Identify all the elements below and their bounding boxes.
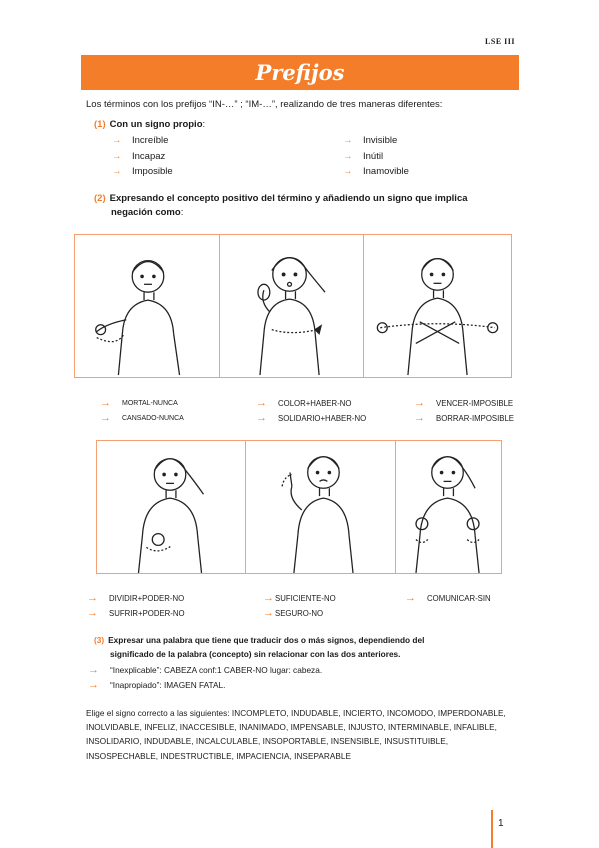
sign-images-row-2 <box>96 440 502 574</box>
page-number: 1 <box>498 818 504 829</box>
sign-label: →CANSADO-NUNCA <box>100 412 184 424</box>
arrow-right-icon: → <box>88 663 99 676</box>
sign-illustration <box>396 440 502 574</box>
arrow-right-icon: → <box>405 592 416 604</box>
sign-illustration <box>74 234 220 378</box>
list-item: →Invisible <box>343 135 398 147</box>
arrow-right-icon: → <box>87 607 98 619</box>
arrow-right-icon: → <box>87 592 98 604</box>
arrow-right-icon: → <box>414 397 425 409</box>
sign-images-row-1 <box>74 234 512 378</box>
sign-label: →MORTAL-NUNCA <box>100 397 178 409</box>
section1-title: Con un signo propio <box>109 119 203 130</box>
sign-illustration <box>246 440 396 574</box>
sign-illustration <box>96 440 246 574</box>
section2-number: (2) <box>94 193 106 204</box>
arrow-right-icon: → <box>263 607 274 619</box>
exercise-text: Elige el signo correcto a las siguientes… <box>86 709 506 761</box>
sign-label: →SUFRIR+PODER-NO <box>87 607 185 619</box>
section2-heading: (2)Expresando el concepto positivo del t… <box>94 193 468 218</box>
sign-label: →SOLIDARIO+HABER-NO <box>256 412 367 424</box>
section3-examples: →“Inexplicable”: CABEZA conf:1 CABER-NO … <box>88 662 322 692</box>
arrow-right-icon: → <box>112 150 122 162</box>
sign-label: →COMUNICAR-SIN <box>405 592 491 604</box>
title-banner: Prefijos <box>81 55 519 90</box>
section1-list-left: →Increíble →Incapaz →Imposible <box>112 133 173 180</box>
page-number-divider <box>491 810 493 848</box>
sign-label: →SEGURO-NO <box>263 607 324 619</box>
arrow-right-icon: → <box>343 150 353 162</box>
sign-illustration <box>364 234 512 378</box>
arrow-right-icon: → <box>112 166 122 178</box>
arrow-right-icon: → <box>343 166 353 178</box>
arrow-right-icon: → <box>256 397 267 409</box>
arrow-right-icon: → <box>112 135 122 147</box>
section3-heading: (3)Expresar una palabra que tiene que tr… <box>94 635 425 659</box>
course-label: LSE III <box>485 37 515 46</box>
arrow-right-icon: → <box>88 678 99 691</box>
section1-heading: (1)Con un signo propio: <box>94 119 206 130</box>
section1-list-right: →Invisible →Inútil →Inamovible <box>343 133 409 180</box>
section3-number: (3) <box>94 635 105 645</box>
sign-illustration <box>220 234 364 378</box>
arrow-right-icon: → <box>100 397 111 409</box>
arrow-right-icon: → <box>256 412 267 424</box>
arrow-right-icon: → <box>414 412 425 424</box>
intro-text: Los términos con los prefijos “IN-…” ; “… <box>86 99 443 110</box>
sign-label: →VENCER-IMPOSIBLE <box>414 397 514 409</box>
arrow-right-icon: → <box>343 135 353 147</box>
section1-number: (1) <box>94 119 106 130</box>
sign-label: →DIVIDIR+PODER-NO <box>87 592 185 604</box>
sign-label: →COLOR+HABER-NO <box>256 397 352 409</box>
sign-label: →BORRAR-IMPOSIBLE <box>414 412 514 424</box>
list-item: →“Inexplicable”: CABEZA conf:1 CABER-NO … <box>88 663 323 676</box>
page-title: Prefijos <box>255 60 345 85</box>
list-item: →Increíble <box>112 135 169 147</box>
arrow-right-icon: → <box>100 412 111 424</box>
arrow-right-icon: → <box>263 592 274 604</box>
list-item: →Inamovible <box>343 166 409 178</box>
list-item: →“Inapropiado”: IMAGEN FATAL. <box>88 678 226 691</box>
list-item: →Imposible <box>112 166 173 178</box>
sign-label: →SUFICIENTE-NO <box>263 592 336 604</box>
list-item: →Inútil <box>343 150 384 162</box>
list-item: →Incapaz <box>112 150 166 162</box>
